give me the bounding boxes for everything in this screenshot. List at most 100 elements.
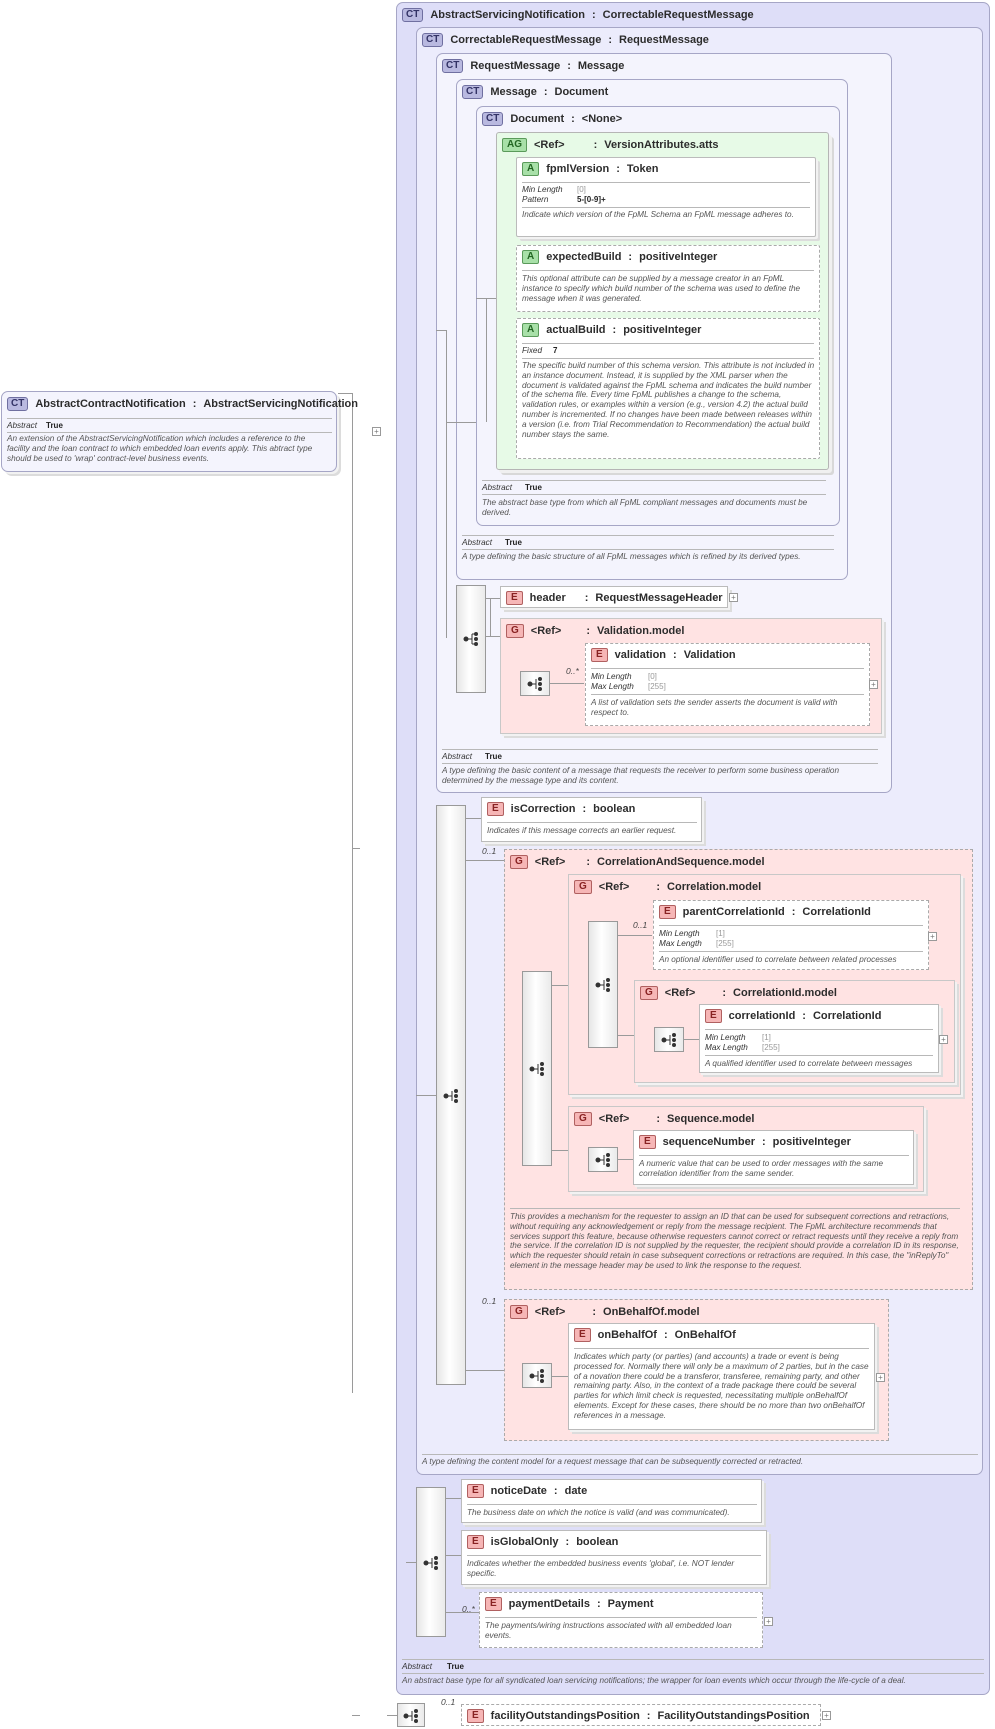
sequence-compositor[interactable] [520,671,550,696]
group-icon: G [506,624,524,638]
notice-date-element[interactable]: E noticeDate : date The business date on… [461,1479,762,1523]
connector [446,1498,461,1499]
connector [436,330,446,331]
sequence-compositor[interactable] [654,1027,684,1052]
group-icon: G [510,855,528,869]
type-name: AbstractContractNotification [35,398,186,410]
is-correction-element[interactable]: E isCorrection : boolean Indicates if th… [481,797,702,842]
sequence-compositor[interactable] [588,921,618,1048]
expand-plus-icon[interactable]: + [876,1373,885,1382]
sequence-compositor[interactable] [456,585,486,693]
description: A qualified identifier used to correlate… [705,1059,913,1068]
on-behalf-of-element[interactable]: E onBehalfOf : OnBehalfOf Indicates whic… [568,1323,875,1430]
connector [550,683,584,684]
connector [446,1555,461,1556]
base-type: AbstractServicingNotification [203,398,358,410]
description: This provides a mechanism for the reques… [510,1212,959,1270]
complex-type-icon: CT [482,112,504,126]
connector [352,393,353,1393]
sequence-compositor-icon [527,677,542,691]
expand-plus-icon[interactable]: + [729,593,738,602]
facility-outstandings-position-element[interactable]: E facilityOutstandingsPosition : Facilit… [461,1704,821,1726]
connector [476,298,498,299]
expand-plus-icon[interactable]: + [764,1617,773,1626]
group-icon: G [510,1305,528,1319]
sequence-compositor-icon [403,1709,418,1723]
element-icon: E [485,1597,502,1611]
description: The abstract base type from which all Fp… [482,498,808,517]
parent-correlation-id-element[interactable]: E parentCorrelationId : CorrelationId Mi… [653,900,929,970]
complex-type-icon: CT [7,397,29,411]
description: Indicates which party (or parties) (and … [574,1352,869,1420]
sequence-number-element[interactable]: E sequenceNumber : positiveInteger A num… [633,1130,914,1185]
payment-details-element[interactable]: E paymentDetails : Payment The payments/… [479,1592,763,1648]
abstract-contract-notification[interactable]: CT AbstractContractNotification : Abstra… [1,391,358,472]
sequence-compositor-icon [529,1062,544,1076]
connector [416,1095,436,1096]
element-icon: E [705,1009,722,1023]
connector [338,393,352,394]
sequence-compositor-icon [661,1033,676,1047]
group-icon: G [574,880,592,894]
element-icon: E [467,1709,484,1723]
connector [486,598,501,599]
element-icon: E [506,591,523,605]
sequence-compositor-icon [595,978,610,992]
description: The business date on which the notice is… [467,1508,730,1517]
connector [552,985,568,986]
element-icon: E [639,1135,656,1149]
expand-plus-icon[interactable]: + [822,1711,831,1720]
complex-type-icon: CT [422,33,444,47]
description: Indicates whether the embedded business … [467,1559,735,1578]
element-icon: E [659,905,676,919]
connector [552,1150,568,1151]
description: This optional attribute can be supplied … [522,274,801,303]
description: A type defining the basic content of a m… [442,766,840,785]
connector [406,1562,416,1563]
expand-plus-icon[interactable]: + [869,680,878,689]
sequence-compositor[interactable] [436,805,466,1385]
complex-type-icon: CT [462,85,484,99]
sequence-compositor[interactable] [522,1363,552,1388]
connector [446,330,447,638]
sequence-compositor[interactable] [416,1487,446,1637]
correlation-id-element[interactable]: E correlationId : CorrelationId Min Leng… [699,1004,939,1073]
element-icon: E [591,648,608,662]
validation-element[interactable]: E validation : Validation Min Length [0]… [585,643,870,726]
connector [618,1035,634,1036]
connector [552,1376,568,1377]
sequence-compositor-icon [443,1089,458,1103]
header-element[interactable]: E header : RequestMessageHeader [500,586,728,608]
is-global-only-element[interactable]: E isGlobalOnly : boolean Indicates wheth… [461,1530,767,1585]
group-icon: G [640,986,658,1000]
sequence-compositor-icon [423,1556,438,1570]
actual-build-attribute[interactable]: A actualBuild : positiveInteger Fixed 7 … [516,318,820,459]
description: An optional identifier used to correlate… [659,955,897,964]
connector [486,636,501,637]
fpml-version-attribute[interactable]: A fpmlVersion : Token Min Length [0] Pat… [516,157,816,237]
attribute-group-icon: AG [502,138,527,152]
connector [352,1715,360,1716]
element-icon: E [574,1328,591,1342]
connector [446,1612,479,1613]
complex-type-icon: CT [442,59,464,73]
description: The payments/wiring instructions associa… [485,1621,732,1640]
connector [352,848,360,849]
expand-plus-icon[interactable]: + [372,427,381,436]
connector [446,422,456,423]
description: The specific build number of this schema… [522,361,815,439]
description: An abstract base type for all syndicated… [402,1676,906,1685]
element-icon: E [467,1484,484,1498]
sequence-compositor[interactable] [522,971,552,1166]
expand-plus-icon[interactable]: + [939,1035,948,1044]
connector [618,935,652,936]
description: A list of validation sets the sender ass… [591,698,838,717]
sequence-compositor[interactable] [397,1703,425,1727]
attribute-icon: A [522,323,540,337]
connector [486,298,487,422]
expected-build-attribute[interactable]: A expectedBuild : positiveInteger This o… [516,245,820,312]
sequence-compositor[interactable] [588,1147,618,1172]
sequence-compositor-icon [595,1153,610,1167]
connector [466,1370,504,1371]
expand-plus-icon[interactable]: + [928,932,937,941]
